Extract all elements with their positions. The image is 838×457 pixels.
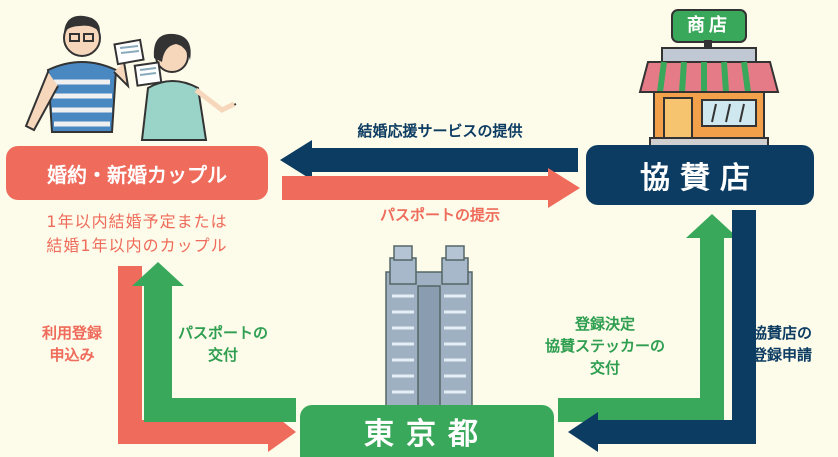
shop-illustration — [638, 9, 780, 147]
arrow-passport-issue — [132, 262, 296, 422]
passport-issue-label: パスポートの 交付 — [158, 322, 288, 366]
passport-issue-label-line: パスポートの — [177, 324, 268, 342]
building-illustration — [385, 245, 473, 407]
shop-sign: 商店 — [687, 15, 731, 36]
couple-illustration — [24, 15, 237, 141]
reg-decision-label-line: 交付 — [589, 359, 620, 377]
apply-label-line: 申込み — [49, 346, 95, 364]
tokyo-node: 東京都 — [300, 405, 554, 457]
arrow-shop-apply — [568, 210, 756, 452]
couple-node: 婚約・新婚カップル — [6, 146, 268, 200]
couple-note-line: 1年以内結婚予定または — [46, 212, 228, 231]
apply-label-line: 利用登録 — [41, 324, 102, 342]
couple-node-label: 婚約・新婚カップル — [47, 162, 227, 187]
apply-label: 利用登録 申込み — [20, 322, 124, 366]
couple-note: 1年以内結婚予定または 結婚1年以内のカップル — [6, 210, 268, 258]
arrow-passport-show — [282, 168, 580, 208]
shop-apply-label-line: 登録申請 — [751, 346, 812, 364]
passport-show-label: パスポートの提示 — [379, 206, 500, 224]
arrow-service — [280, 140, 578, 180]
tokyo-node-label: 東京都 — [364, 417, 490, 452]
reg-decision-label-line: 登録決定 — [574, 315, 635, 333]
shop-node: 協賛店 — [586, 145, 814, 205]
service-label: 結婚応援サービスの提供 — [357, 122, 523, 140]
shop-apply-label-line: 協賛店の — [751, 324, 812, 342]
passport-issue-label-line: 交付 — [207, 346, 238, 364]
shop-apply-label: 協賛店の 登録申請 — [732, 322, 832, 366]
reg-decision-label-line: 協賛ステッカーの — [544, 337, 665, 355]
shop-node-label: 協賛店 — [640, 161, 760, 196]
arrow-reg-decision — [558, 214, 738, 422]
reg-decision-label: 登録決定 協賛ステッカーの 交付 — [520, 313, 690, 379]
couple-note-line: 結婚1年以内のカップル — [46, 236, 228, 255]
